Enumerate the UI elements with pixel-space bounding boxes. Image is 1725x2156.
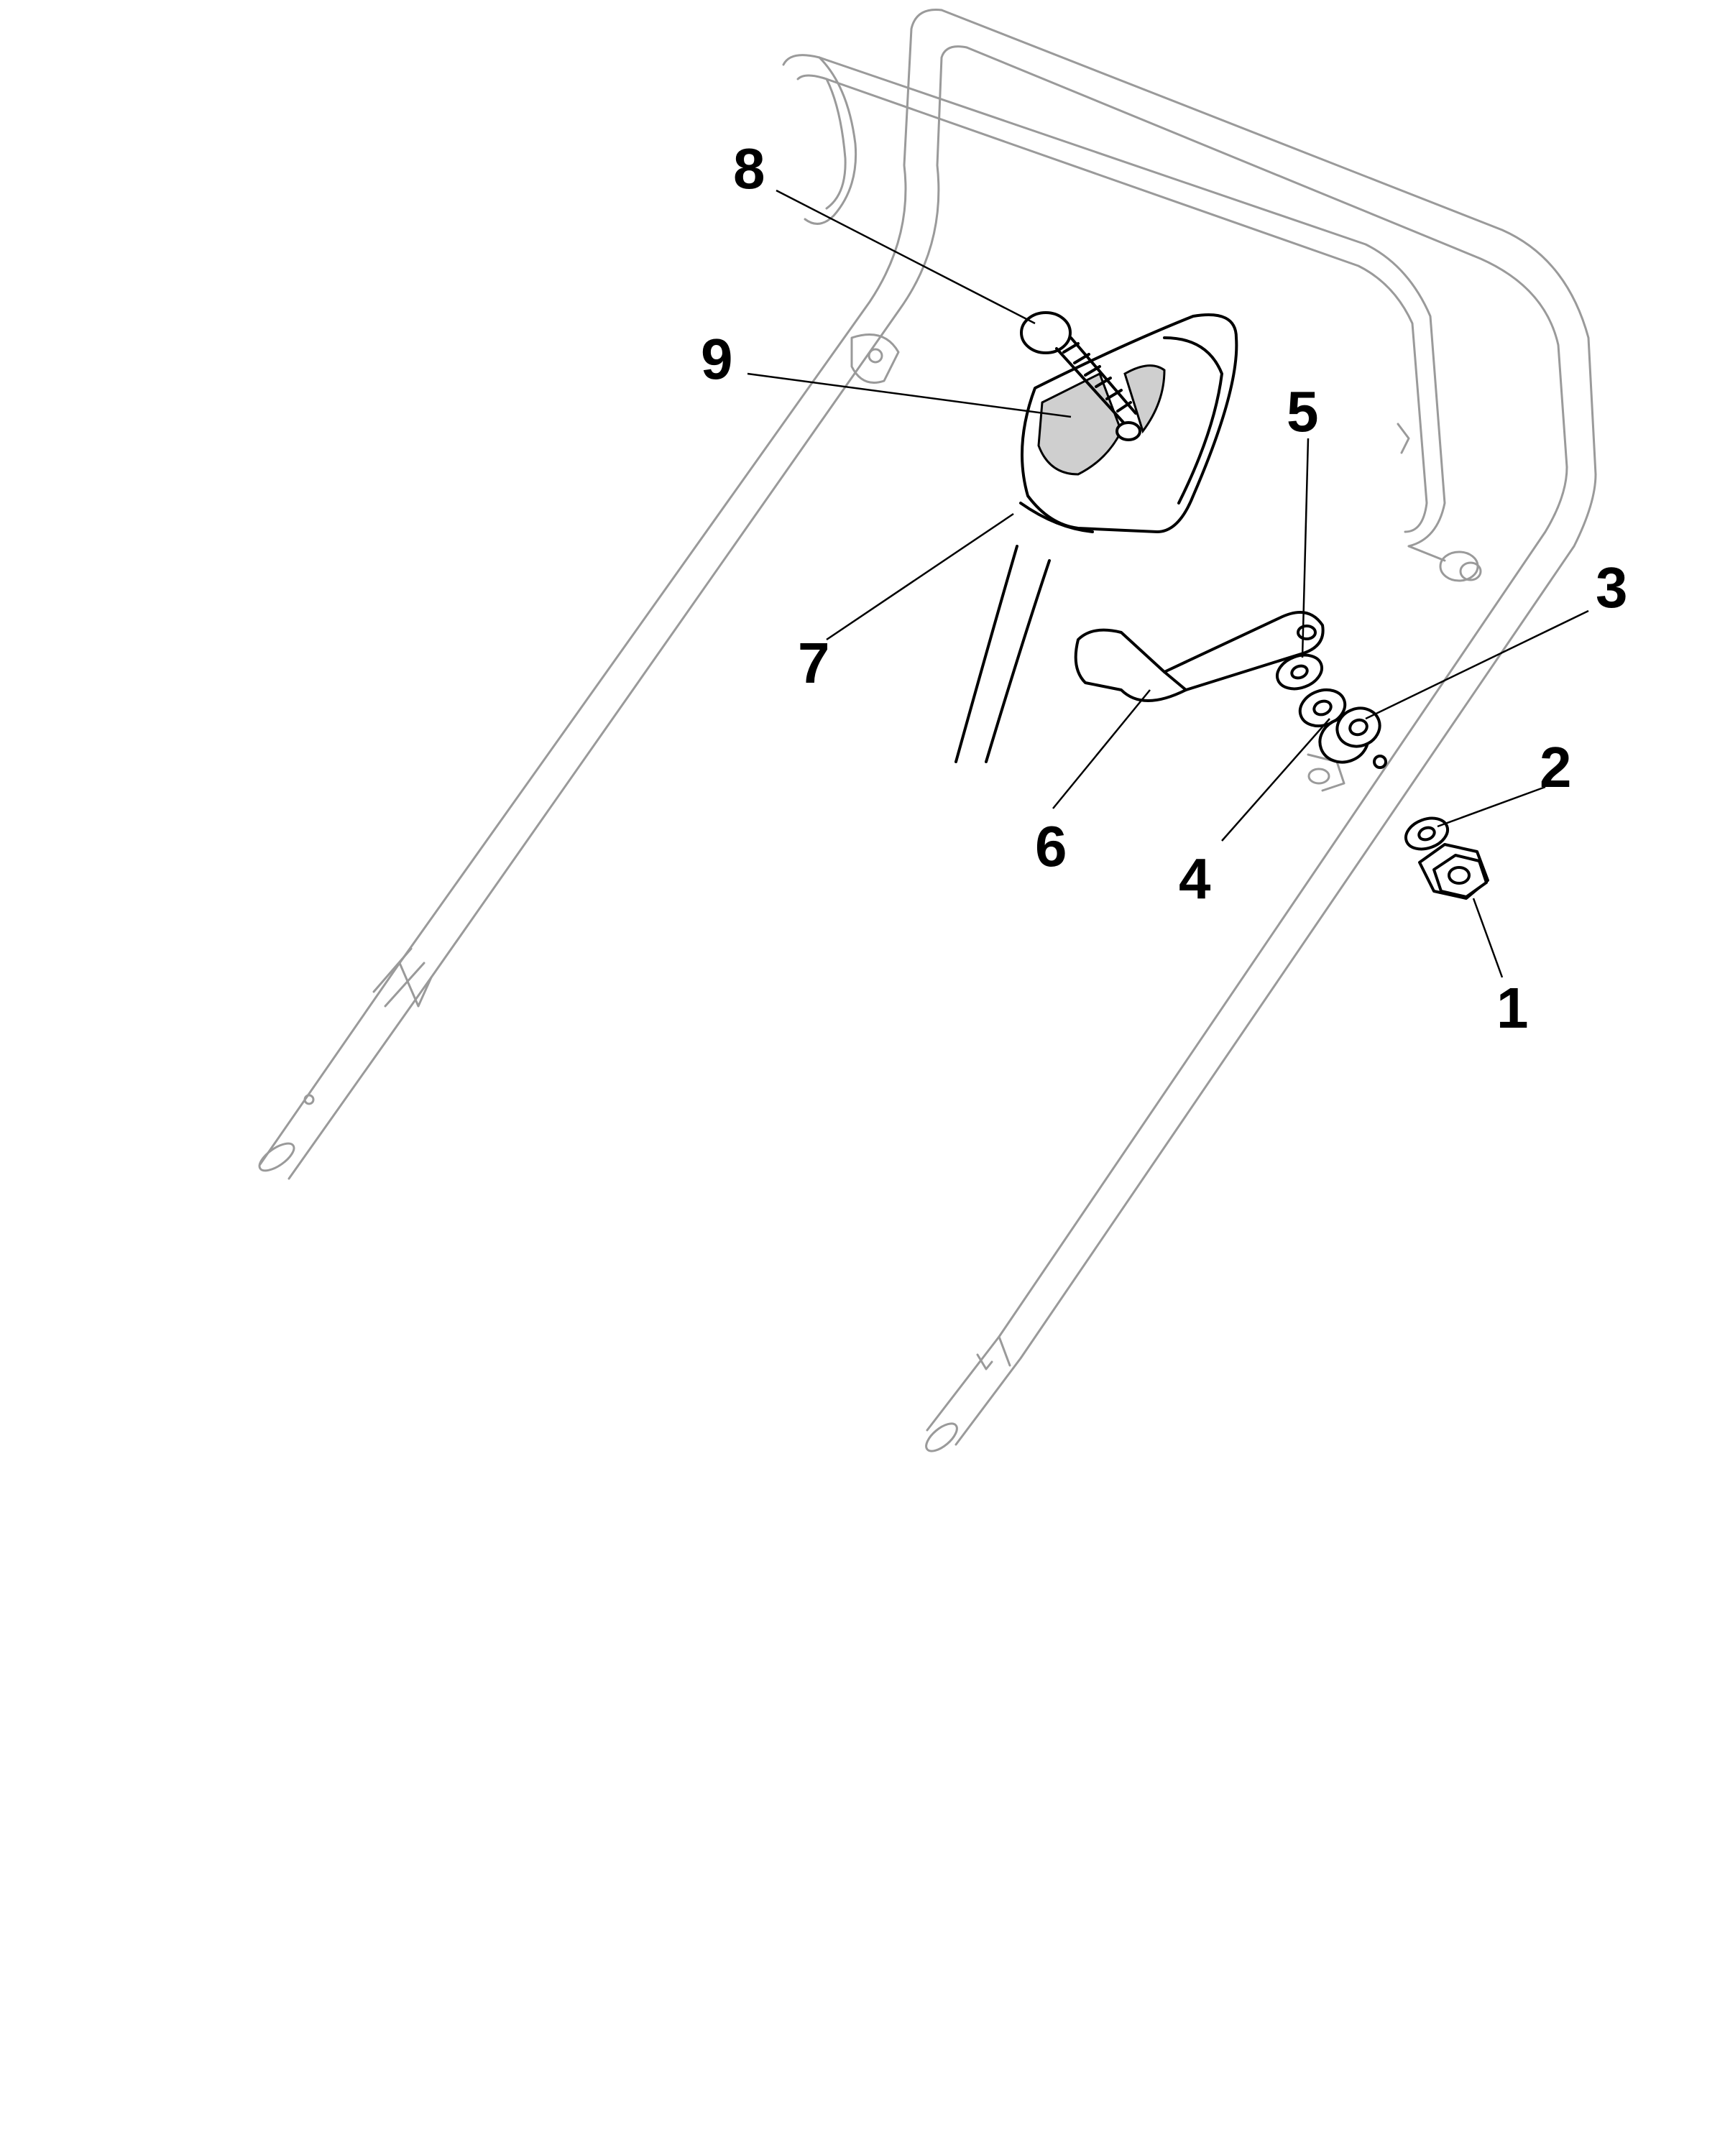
leader-5 <box>1301 438 1310 658</box>
control-cable <box>954 545 1051 763</box>
part-5-washer <box>1276 653 1323 691</box>
leader-9 <box>747 372 1072 418</box>
callout-6: 6 <box>1035 814 1067 878</box>
callout-9: 9 <box>701 327 733 391</box>
callout-7: 7 <box>798 631 830 695</box>
callout-labels: 8 9 5 3 7 2 6 4 1 <box>701 137 1628 1040</box>
part-1-nut <box>1418 843 1489 900</box>
leader-lines <box>747 189 1589 978</box>
part-6-throttle-lever <box>1074 611 1325 702</box>
part-2-washer <box>1404 816 1450 851</box>
callout-3: 3 <box>1596 556 1628 619</box>
leader-3 <box>1365 609 1589 720</box>
leader-4 <box>1221 718 1330 842</box>
callout-8: 8 <box>733 137 765 201</box>
callout-1: 1 <box>1496 976 1529 1040</box>
leader-2 <box>1437 786 1546 828</box>
callout-4: 4 <box>1179 847 1211 911</box>
handle-frame <box>258 9 1597 1452</box>
leader-6 <box>1052 689 1151 809</box>
callout-5: 5 <box>1287 379 1319 443</box>
leader-8 <box>776 189 1036 325</box>
callout-2: 2 <box>1540 735 1572 799</box>
leader-1 <box>1472 898 1504 978</box>
leader-7 <box>826 512 1014 641</box>
